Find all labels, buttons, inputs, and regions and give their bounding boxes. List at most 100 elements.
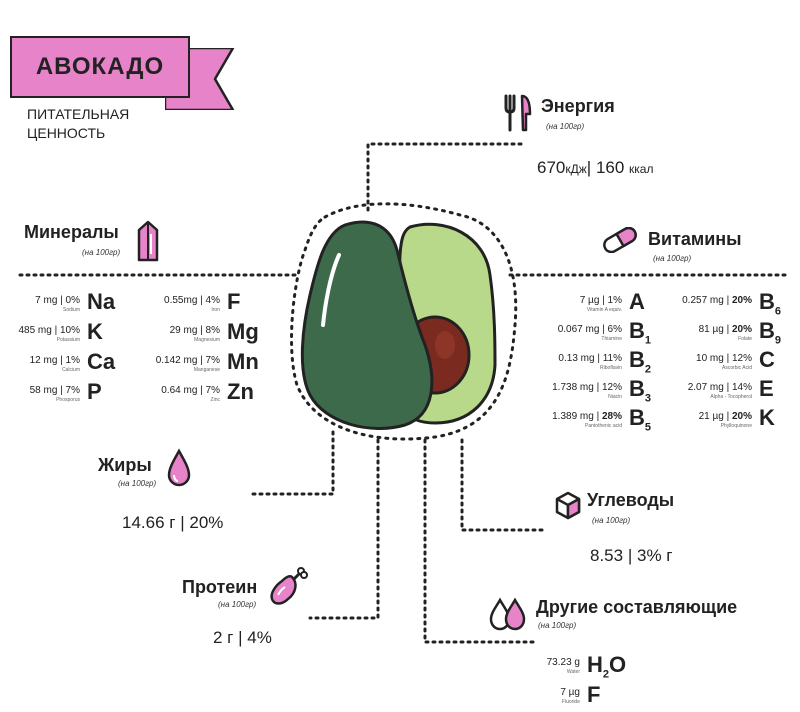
vitamin-name: Phylloquinone xyxy=(720,423,752,429)
vitamin-symbol-text: E xyxy=(759,376,774,401)
mineral-amount-line: 485 mg | 10% xyxy=(18,325,80,336)
other-amount: 7 µg xyxy=(560,687,580,698)
vitamin-symbol-text: K xyxy=(759,405,775,430)
vitamin-symbol: A xyxy=(629,289,645,315)
vitamin-row: 81 µg | 20%Folate xyxy=(0,321,752,349)
vitamin-percent: 1% xyxy=(607,295,622,306)
mineral-amount: 0.142 mg xyxy=(155,355,198,366)
fats-value: 14.66 г | 20% xyxy=(122,513,223,533)
vitamin-symbol-text: B xyxy=(759,318,775,343)
vitamin-symbol: B6 xyxy=(759,289,781,317)
vitamin-amount-line: 0.067 mg | 6% xyxy=(558,324,622,335)
vitamin-symbol: E xyxy=(759,376,774,402)
vitamin-amount-line: 10 mg | 12% xyxy=(696,353,752,364)
mineral-row: 0.64 mg | 7%Zinc xyxy=(0,382,220,410)
other-symbol-sub: 2 xyxy=(602,668,610,681)
mineral-amount: 0.64 mg xyxy=(161,385,198,396)
mineral-symbol: Zn xyxy=(227,379,254,405)
mineral-row: 0.55mg | 4%Iron xyxy=(0,292,220,320)
vitamin-separator: | xyxy=(599,324,608,335)
mineral-row: 485 mg | 10%Potassium xyxy=(0,322,80,350)
carbs-per-100g: (на 100гр) xyxy=(592,516,631,525)
mineral-symbol-text: Mn xyxy=(227,349,259,374)
carbs-percent: 3% г xyxy=(636,546,673,565)
mineral-percent: 7% xyxy=(65,385,80,396)
vitamin-name: Folate xyxy=(738,336,752,342)
vitamin-symbol-text: C xyxy=(759,347,775,372)
carbs-value: 8.53 | 3% г xyxy=(590,546,672,566)
mineral-name: Sodium xyxy=(63,307,80,313)
vitamin-row: 0.067 mg | 6%Thiamine xyxy=(0,321,622,349)
mineral-amount-line: 0.142 mg | 7% xyxy=(156,355,220,366)
vitamin-separator: | xyxy=(723,382,732,393)
title-banner: АВОКАДО xyxy=(10,36,190,98)
vitamin-symbol-text: B xyxy=(629,318,645,343)
mineral-percent: 7% xyxy=(205,355,220,366)
mineral-symbol-text: Mg xyxy=(227,319,259,344)
vitamin-amount: 21 µg xyxy=(698,411,724,422)
vitamin-separator: | xyxy=(723,324,732,335)
mineral-percent: 0% xyxy=(65,295,80,306)
vitamin-name: Pantothenic acid xyxy=(585,423,622,429)
carbs-separator: | xyxy=(627,546,633,565)
vitamin-row: 0.13 mg | 11%Riboflavin xyxy=(0,350,622,378)
vitamin-symbol: B2 xyxy=(629,347,651,375)
mineral-name: Potassium xyxy=(56,337,80,343)
mineral-separator: | xyxy=(57,385,66,396)
mineral-symbol: K xyxy=(87,319,103,345)
protein-title: Протеин xyxy=(182,577,258,597)
mineral-name: Manganese xyxy=(193,367,220,373)
vitamin-percent: 20% xyxy=(731,295,752,306)
other-symbol-tail: O xyxy=(609,652,627,677)
mineral-name: Phosporus xyxy=(56,397,80,403)
mineral-symbol-text: P xyxy=(87,379,102,404)
vitamin-percent: 28% xyxy=(601,411,622,422)
vitamin-amount-line: 1.738 mg | 12% xyxy=(552,382,622,393)
vitamin-row: 1.389 mg | 28%Pantothenic acid xyxy=(0,408,622,436)
fork-knife-icon xyxy=(504,94,532,132)
vitamin-amount-line: 21 µg | 20% xyxy=(699,411,752,422)
avocado-illustration xyxy=(290,202,518,441)
mineral-separator: | xyxy=(197,325,206,336)
other-name: Fluoride xyxy=(561,699,580,705)
protein-grams: 2 г xyxy=(213,628,234,647)
mineral-symbol: Mn xyxy=(227,349,259,375)
mineral-symbol-text: Ca xyxy=(87,349,116,374)
vitamins-per-100g: (на 100гр) xyxy=(653,254,692,263)
energy-title: Энергия xyxy=(541,96,615,116)
energy-kcal-value: 160 xyxy=(595,158,625,177)
vitamin-symbol: B9 xyxy=(759,318,781,346)
mineral-amount: 485 mg xyxy=(18,325,52,336)
vitamin-name: Niacin xyxy=(608,394,622,400)
mineral-symbol: Ca xyxy=(87,349,115,375)
vitamin-name: Thiamine xyxy=(601,336,622,342)
mineral-name: Iron xyxy=(211,307,220,313)
page-title: АВОКАДО xyxy=(35,53,165,80)
vitamin-symbol: K xyxy=(759,405,775,431)
mineral-amount-line: 29 mg | 8% xyxy=(170,325,220,336)
mineral-amount: 29 mg xyxy=(169,325,198,336)
energy-kj-unit: кДж xyxy=(565,162,587,176)
mineral-name: Magnesium xyxy=(194,337,220,343)
vitamin-amount-line: 81 µg | 20% xyxy=(699,324,752,335)
fat-drop-icon xyxy=(167,448,191,487)
vitamin-percent: 12% xyxy=(731,353,752,364)
vitamin-row: 2.07 mg | 14%Alpha - Tocopherol xyxy=(0,379,752,407)
mineral-row: 58 mg | 7%Phosporus xyxy=(0,382,80,410)
mineral-separator: | xyxy=(57,295,66,306)
vitamin-percent: 11% xyxy=(602,353,622,364)
mineral-separator: | xyxy=(57,355,66,366)
mineral-separator: | xyxy=(197,385,206,396)
mineral-amount-line: 12 mg | 1% xyxy=(30,355,80,366)
fats-title: Жиры xyxy=(98,455,152,475)
mineral-symbol-text: Na xyxy=(87,289,116,314)
vitamin-separator: | xyxy=(593,411,602,422)
mineral-row: 29 mg | 8%Magnesium xyxy=(0,322,220,350)
vitamin-amount: 0.067 mg xyxy=(557,324,600,335)
vitamin-row: 21 µg | 20%Phylloquinone xyxy=(0,408,752,436)
vitamin-row: 0.257 mg | 20% xyxy=(0,292,752,320)
vitamin-symbol-sub: 1 xyxy=(644,334,652,347)
vitamin-percent: 12% xyxy=(601,382,622,393)
mineral-amount-line: 7 mg | 0% xyxy=(35,295,80,306)
minerals-title: Минералы xyxy=(24,222,119,242)
